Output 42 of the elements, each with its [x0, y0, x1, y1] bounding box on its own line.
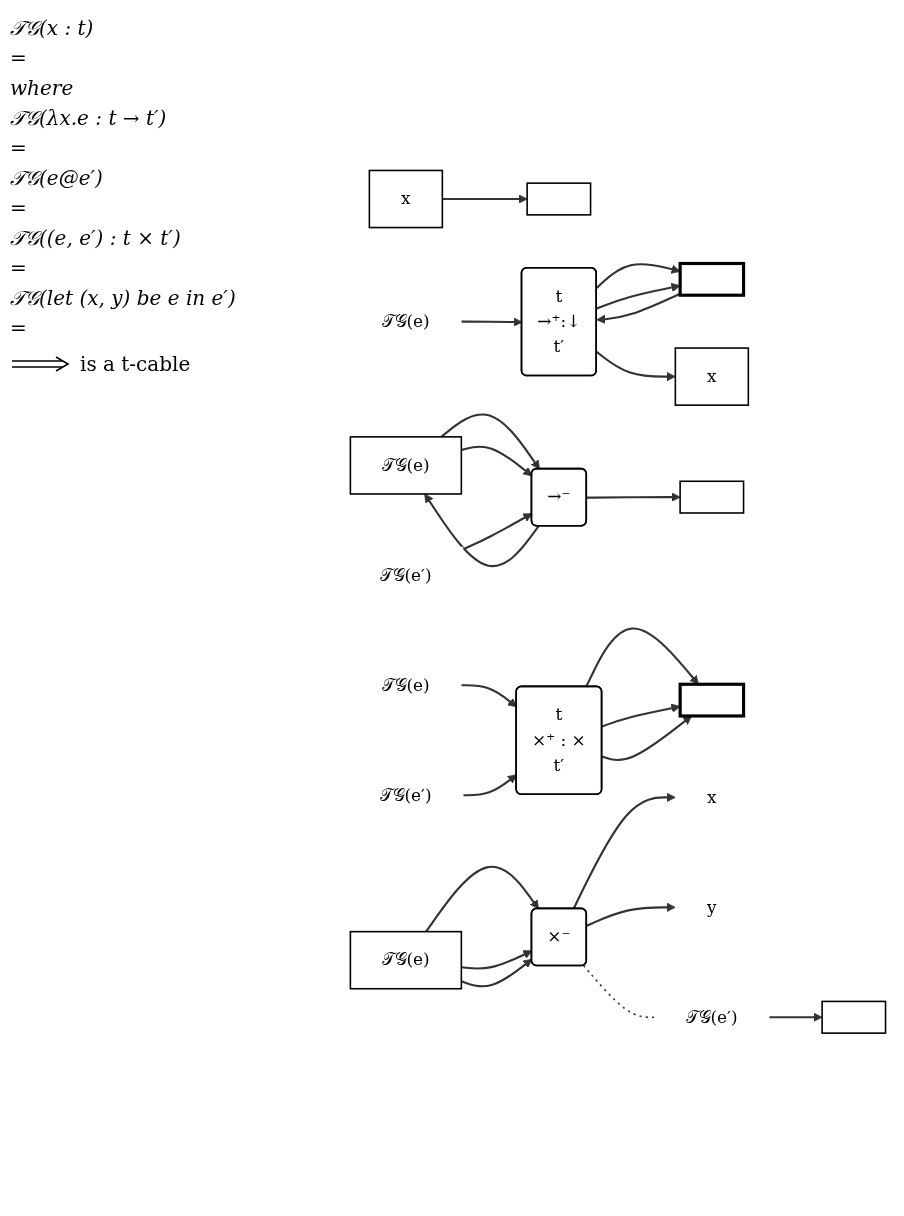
- arrow: [425, 865, 540, 933]
- node-bar: [678, 682, 746, 718]
- node-text: 𝒯𝒢(e): [382, 310, 430, 332]
- arrow: [601, 715, 692, 761]
- arrow: [440, 413, 540, 470]
- arrow: [596, 292, 681, 324]
- formula-text: =: [10, 196, 28, 220]
- formula-text: 𝒯𝒢(λx.e : t → t′): [10, 106, 168, 130]
- connector: [582, 964, 656, 1018]
- arrow: [572, 792, 676, 910]
- node-box: 𝒯𝒢(e): [349, 435, 463, 495]
- arrow: [586, 492, 681, 502]
- node-text: 𝒯𝒢(e): [382, 674, 430, 695]
- node-box: x: [368, 169, 444, 229]
- arrow: [586, 902, 676, 927]
- arrow: [585, 627, 699, 688]
- formula-text: =: [10, 316, 28, 340]
- node-box: [526, 182, 592, 216]
- arrow: [461, 445, 533, 477]
- node-box: 𝒯𝒢(e): [349, 930, 463, 990]
- arrow: [424, 493, 540, 567]
- arrow: [596, 350, 676, 382]
- formula-text: =: [10, 136, 28, 160]
- arrow: [442, 194, 528, 204]
- formula-text: 𝒯𝒢(e@e′): [10, 166, 104, 190]
- formula-text: 𝒯𝒢(x : t): [10, 16, 95, 40]
- node-text: 𝒯𝒢(e′): [380, 784, 432, 805]
- arrow: [769, 1012, 823, 1022]
- formula-text: =: [10, 256, 28, 280]
- note-text: where: [10, 76, 75, 100]
- node-text: 𝒯𝒢(e′): [686, 1006, 738, 1027]
- node-text: y: [707, 896, 717, 917]
- formula-text: 𝒯𝒢((e, e′) : t × t′): [10, 226, 182, 250]
- formula-text: =: [10, 46, 28, 70]
- node-bar: [678, 261, 746, 297]
- node-text: x: [707, 786, 717, 807]
- node-box: x: [674, 347, 750, 406]
- legend-text: is a t-cable: [80, 352, 191, 376]
- node-box: [821, 1000, 887, 1034]
- node-box: [679, 480, 745, 514]
- node-text: 𝒯𝒢(e′): [380, 564, 432, 585]
- formula-text: 𝒯𝒢(let (x, y) be e in e′): [10, 286, 237, 310]
